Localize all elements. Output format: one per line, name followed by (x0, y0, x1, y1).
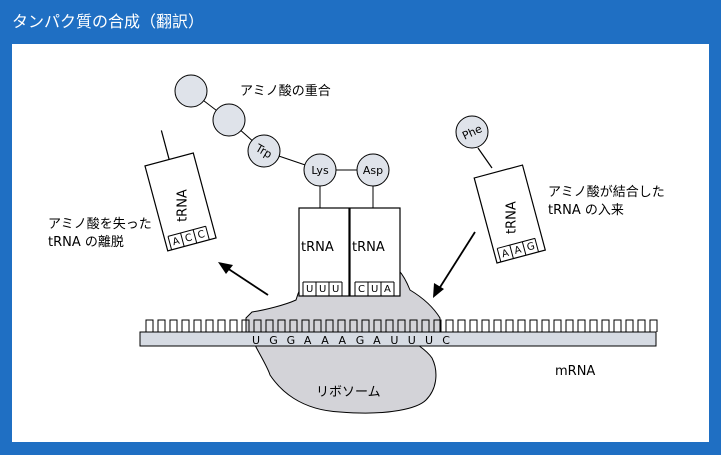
anticodon-base: U (319, 284, 326, 295)
anticodon-base: C (358, 284, 365, 295)
trna-middle-2: tRNA C U A (349, 207, 401, 297)
amino-acid-trp (247, 134, 281, 168)
ribosome-label: リボソーム (316, 385, 381, 400)
amino-acid (174, 74, 208, 108)
mrna-base: A (339, 334, 347, 347)
trna-departing: tRNA A C C (144, 130, 217, 252)
amino-acid-chain: Trp Lys Asp (174, 74, 390, 208)
anticodon-base: A (501, 248, 511, 260)
mrna-base: A (321, 334, 329, 347)
entry-label-line1: アミノ酸が結合した (548, 185, 665, 200)
anticodon-base: G (526, 241, 536, 254)
anticodon-base: A (171, 236, 181, 248)
amino-acid-phe (455, 115, 489, 149)
trna-label: tRNA (352, 240, 385, 255)
anticodon-base: C (184, 232, 194, 244)
entry-label-line2: tRNA の入来 (548, 203, 624, 218)
trna-arriving: Phe tRNA A A G (455, 115, 547, 264)
anticodon-base: U (306, 284, 313, 295)
anticodon-base: A (384, 284, 391, 295)
arrow-arriving (433, 231, 476, 298)
amino-acid (212, 103, 246, 137)
mrna-base: U (408, 334, 416, 347)
mrna-base: G (356, 334, 365, 347)
mrna-base: G (269, 334, 278, 347)
amino-acid-asp (356, 153, 390, 187)
trna-label: tRNA (176, 189, 191, 222)
mrna-base: U (425, 334, 433, 347)
mrna-label: mRNA (555, 364, 595, 379)
amino-acid-label: Asp (363, 164, 383, 177)
anticodon-base: C (197, 229, 207, 241)
amino-acid-label: Lys (311, 164, 329, 177)
trna-middle-1: tRNA U U U (298, 207, 350, 297)
mrna-base: U (390, 334, 398, 347)
mrna-base: A (304, 334, 312, 347)
anticodon-base: A (513, 244, 523, 256)
mrna-strand (139, 319, 658, 347)
anticodon-base: U (332, 284, 339, 295)
mrna-base: A (373, 334, 381, 347)
amino-acid-lys (303, 153, 337, 187)
mrna-base: G (287, 334, 296, 347)
trna-label: tRNA (301, 240, 334, 255)
arrow-departing (218, 262, 269, 296)
figure-title: タンパク質の合成（翻訳） (12, 12, 205, 31)
mrna-base: U (252, 334, 260, 347)
mrna-base: C (442, 334, 450, 347)
release-label-line2: tRNA の離脱 (48, 235, 124, 250)
release-label-line1: アミノ酸を失った (48, 217, 152, 232)
trna-label: tRNA (505, 201, 520, 234)
anticodon-base: U (371, 284, 378, 295)
polymerization-label: アミノ酸の重合 (240, 83, 331, 99)
